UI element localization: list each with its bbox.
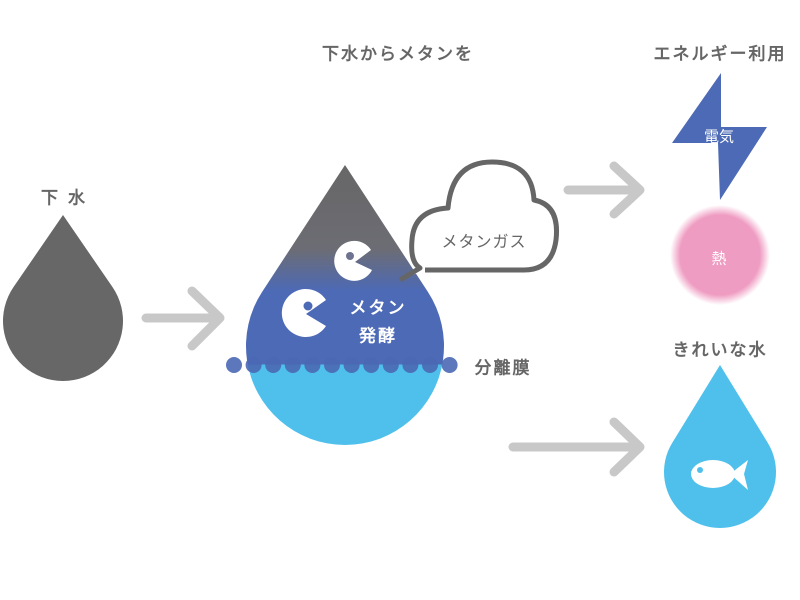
membrane-dot — [441, 357, 458, 373]
membrane-dot — [343, 357, 360, 373]
membrane-dot — [284, 357, 301, 373]
heat-label: 熱 — [711, 249, 727, 268]
membrane-dot — [382, 357, 399, 373]
process-title: 下水からメタンを — [322, 44, 474, 65]
separation-membrane — [226, 357, 458, 373]
membrane-dot — [324, 357, 340, 373]
fermentation-label-line2: 発酵 — [359, 326, 397, 347]
lightning-bolt-icon — [672, 73, 767, 200]
microbe-pacman-icon — [334, 240, 372, 281]
arrow-right-icon — [563, 161, 645, 219]
membrane-dot — [363, 357, 380, 373]
membrane-dot — [245, 357, 262, 373]
clean-water-drop — [664, 365, 776, 528]
membrane-dot — [226, 357, 242, 373]
membrane-dot — [422, 357, 438, 373]
cloud-icon — [398, 159, 560, 283]
fish-icon — [691, 460, 748, 490]
membrane-label: 分離膜 — [474, 358, 532, 379]
microbe-pacman-icon — [281, 289, 326, 337]
heat-circle — [670, 205, 770, 305]
fermentation-drop — [246, 165, 444, 446]
fermentation-label-line1: メタン — [349, 298, 407, 319]
membrane-dot — [304, 357, 321, 373]
membrane-dot — [265, 357, 282, 373]
sewage-drop — [3, 215, 123, 382]
methane-gas-label: メタンガス — [441, 232, 527, 251]
electricity-label: 電気 — [703, 127, 735, 146]
membrane-dot — [402, 357, 419, 373]
arrow-right-icon — [508, 417, 645, 477]
clean-water-label: きれいな水 — [672, 340, 768, 361]
arrow-right-icon — [141, 286, 225, 351]
energy-title: エネルギー利用 — [653, 44, 787, 65]
sewage-label: 下 水 — [41, 188, 87, 209]
